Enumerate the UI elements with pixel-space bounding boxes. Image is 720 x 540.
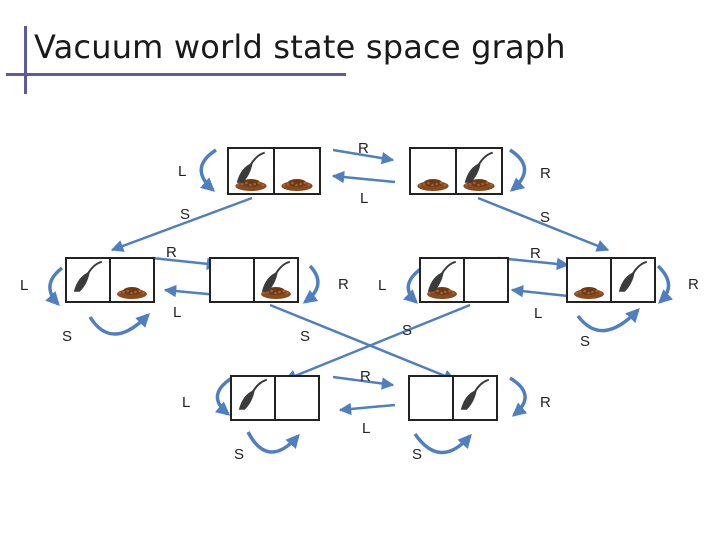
edge-top-left-suck xyxy=(110,196,253,252)
dirt-pile xyxy=(574,287,604,299)
label-mid-ab-l: L xyxy=(173,304,181,321)
vacuum-icon xyxy=(238,378,268,410)
dirt-pile xyxy=(417,179,449,191)
dirt-pile xyxy=(427,287,457,299)
loop-bot-right-S xyxy=(413,432,472,455)
state-mid-d xyxy=(566,257,656,303)
dirt-pile xyxy=(117,287,147,299)
title-accent-vertical xyxy=(24,26,27,94)
label-bot-left-suck: S xyxy=(234,446,244,463)
dirt-pile xyxy=(463,179,495,191)
states xyxy=(65,147,656,421)
label-bot-right-loop: R xyxy=(540,394,551,411)
label-top-right-suck: S xyxy=(540,209,550,226)
edge-top-right-suck xyxy=(477,196,610,252)
label-bot-l-arrow: L xyxy=(362,420,370,437)
label-top-r-arrow: R xyxy=(358,140,369,157)
dirt-pile xyxy=(261,287,291,299)
vacuum-icon xyxy=(460,378,490,410)
vacuum-icon xyxy=(261,260,291,292)
loop-mid-b-R xyxy=(302,264,320,304)
loops xyxy=(45,148,673,455)
loop-mid-d-S xyxy=(576,307,640,333)
loop-bot-right-R xyxy=(509,376,528,417)
label-mid-c-suck: S xyxy=(402,322,412,339)
edge-cross-2 xyxy=(283,303,471,382)
vacuum-icon xyxy=(236,151,265,183)
edges xyxy=(110,148,610,416)
label-bot-left-loop: L xyxy=(182,394,190,411)
right-room xyxy=(274,375,320,421)
label-mid-d-suck: S xyxy=(580,333,590,350)
state-top-right xyxy=(409,147,503,195)
state-mid-a xyxy=(65,257,155,303)
label-mid-b-suck: S xyxy=(300,328,310,345)
loop-top-right-R xyxy=(509,148,527,192)
left-room xyxy=(408,375,454,421)
vacuum-icon xyxy=(427,260,457,292)
loop-bot-left-L xyxy=(214,376,233,416)
title-accent-horizontal xyxy=(6,73,346,76)
label-top-l-arrow: L xyxy=(360,190,368,207)
state-top-left xyxy=(227,147,321,195)
left-room xyxy=(230,375,276,421)
edge-top-left xyxy=(331,170,396,184)
dirt-pile xyxy=(235,179,267,191)
left-room xyxy=(65,257,111,303)
loop-top-left-L xyxy=(199,148,217,192)
vacuum-icon xyxy=(73,260,103,292)
edge-cross-1 xyxy=(269,303,457,382)
edge-labels: R L L R S S L S R L R S L S R L R S R L … xyxy=(20,140,699,463)
state-mid-b xyxy=(209,257,299,303)
loop-bot-left-S xyxy=(246,431,300,454)
edge-mid-cd-left xyxy=(510,284,569,298)
edge-mid-ab-right xyxy=(151,256,220,271)
loop-mid-c-L xyxy=(403,266,424,304)
edge-mid-cd-right xyxy=(497,256,570,271)
vacuum-icon xyxy=(464,151,493,183)
edge-bot-right xyxy=(332,375,395,390)
label-mid-c-l-loop: L xyxy=(378,277,386,294)
label-mid-cd-l: L xyxy=(534,305,542,322)
left-room xyxy=(209,257,255,303)
loop-mid-a-S xyxy=(88,312,150,336)
label-bot-right-suck: S xyxy=(412,446,422,463)
page-title: Vacuum world state space graph xyxy=(34,28,566,66)
label-mid-ab-r: R xyxy=(166,244,177,261)
right-room xyxy=(610,257,656,303)
label-mid-a-loop: L xyxy=(20,277,28,294)
label-bot-r-arrow: R xyxy=(360,368,371,385)
label-mid-a-suck: S xyxy=(62,328,72,345)
right-room xyxy=(452,375,498,421)
loop-mid-d-R xyxy=(656,264,673,304)
label-top-left-loop: L xyxy=(178,163,186,180)
label-mid-cd-r: R xyxy=(530,245,541,262)
label-mid-d-r-loop: R xyxy=(688,276,699,293)
loop-mid-a-L xyxy=(45,266,64,307)
edge-bot-left xyxy=(338,402,396,416)
edge-top-right xyxy=(332,148,395,165)
label-top-left-suck: S xyxy=(180,206,190,223)
label-top-right-loop: R xyxy=(540,165,551,182)
dirt-pile xyxy=(281,179,313,191)
state-bot-left xyxy=(230,375,320,421)
vacuum-icon xyxy=(618,260,648,292)
state-bot-right xyxy=(408,375,498,421)
label-mid-b-r-loop: R xyxy=(338,276,349,293)
state-mid-c xyxy=(419,257,509,303)
right-room xyxy=(463,257,509,303)
